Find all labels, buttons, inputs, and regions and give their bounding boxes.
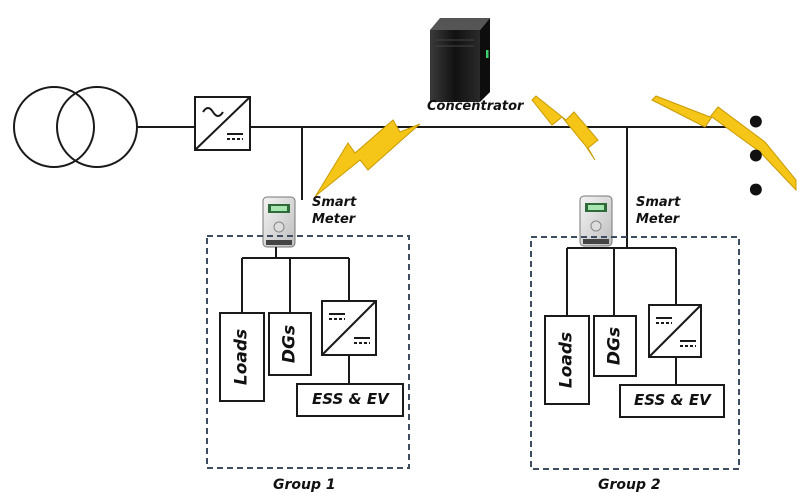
group-1-caption: Group 1: [273, 477, 336, 493]
transformer-icon: [13, 86, 138, 168]
lightning-icon: [651, 95, 797, 192]
group1-wiring: [241, 247, 350, 384]
group2-wiring: [566, 247, 677, 385]
lightning-icon: [314, 119, 421, 198]
group1-ess-ev-label: ESS & EV: [312, 390, 389, 408]
smart-meter-icon: [262, 196, 296, 248]
smart-meter-label-1-line2: Meter: [312, 212, 356, 227]
group1-ess-ev-box: [296, 383, 404, 417]
smart-meter-label-2-line2: Meter: [636, 212, 680, 227]
group1-loads-box: [219, 312, 265, 402]
group2-loads-box: [544, 315, 590, 405]
group2-ess-ev-label: ESS & EV: [634, 391, 711, 409]
group2-ess-ev-box: [619, 384, 725, 418]
group1-dgs-box: [268, 312, 312, 376]
converter-icon: [321, 300, 377, 356]
ellipsis-more-groups: • • •: [745, 103, 773, 211]
smart-meter-icon: [579, 195, 613, 247]
group1-loads-label: Loads: [231, 328, 252, 386]
group2-loads-label: Loads: [556, 331, 577, 389]
group1-box: [206, 235, 410, 469]
group-2-caption: Group 2: [598, 477, 661, 493]
server-icon: [430, 18, 490, 102]
converter-icon: [648, 304, 702, 358]
group2-dgs-box: [593, 315, 637, 377]
smart-meter-label-1-line1: Smart: [312, 195, 357, 210]
concentrator-label: Concentrator: [427, 99, 524, 114]
group2-dgs-label: DGs: [604, 326, 625, 366]
smart-meter-label-2-line1: Smart: [636, 195, 681, 210]
inverter-icon: [194, 96, 251, 151]
group1-dgs-label: DGs: [279, 324, 300, 364]
group2-box: [530, 236, 740, 470]
lightning-icon: [531, 95, 599, 161]
